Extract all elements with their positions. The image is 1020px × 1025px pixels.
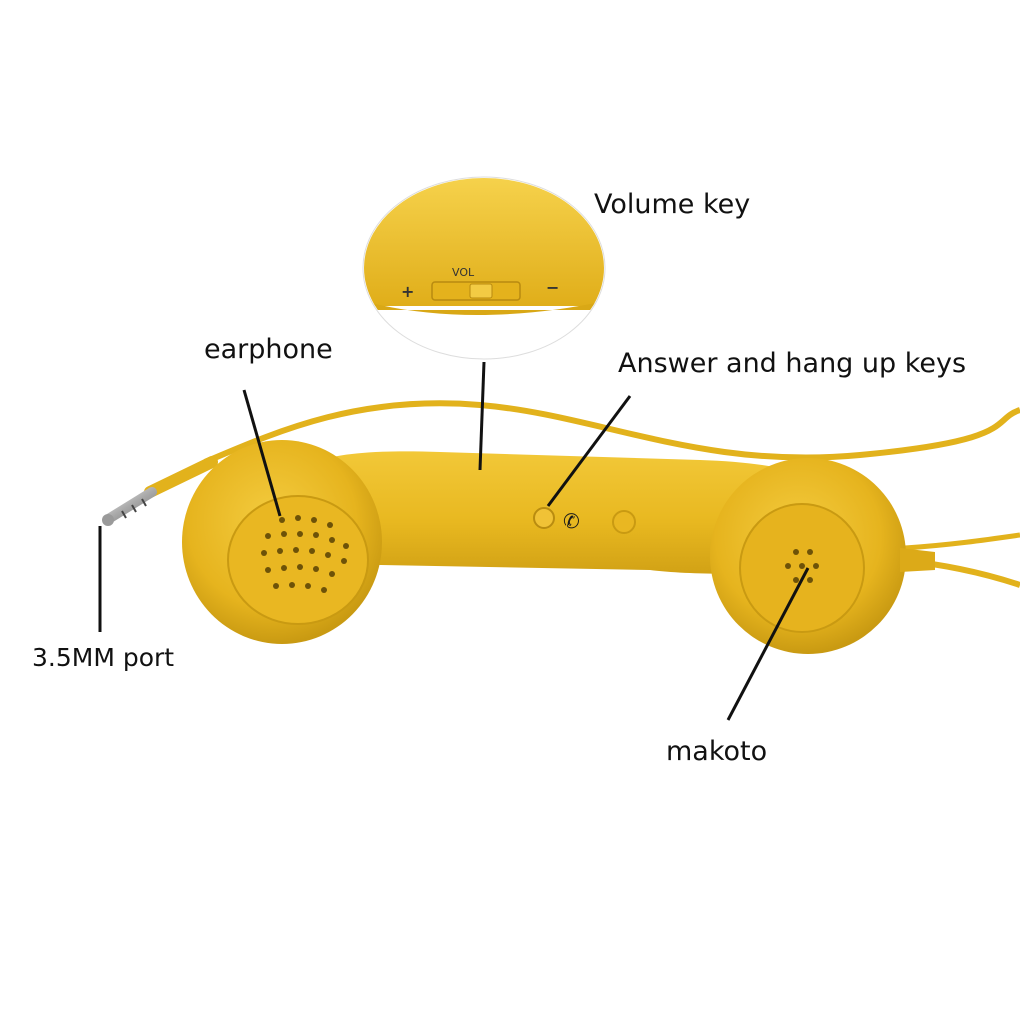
leader-lines — [98, 361, 810, 721]
microphone-label: makoto — [666, 736, 768, 767]
phone-icon: ✆ — [563, 509, 580, 533]
answer-button — [533, 507, 555, 529]
vol-minus-sign: − — [546, 278, 560, 297]
vol-label: VOL — [452, 266, 475, 279]
audio-plug — [102, 456, 218, 526]
handset-body — [290, 451, 820, 580]
cable — [203, 400, 1020, 465]
cable-right-2 — [904, 532, 1020, 551]
microphone-holes — [785, 549, 819, 583]
answer-hangup-label: Answer and hang up keys — [618, 348, 967, 379]
vol-plus-sign: + — [401, 282, 415, 301]
volume-inset — [362, 176, 606, 360]
port-label: 3.5MM port — [32, 643, 175, 672]
volume-key-label: Volume key — [594, 189, 751, 220]
earphone-label: earphone — [204, 334, 333, 365]
earphone-holes — [261, 515, 349, 593]
